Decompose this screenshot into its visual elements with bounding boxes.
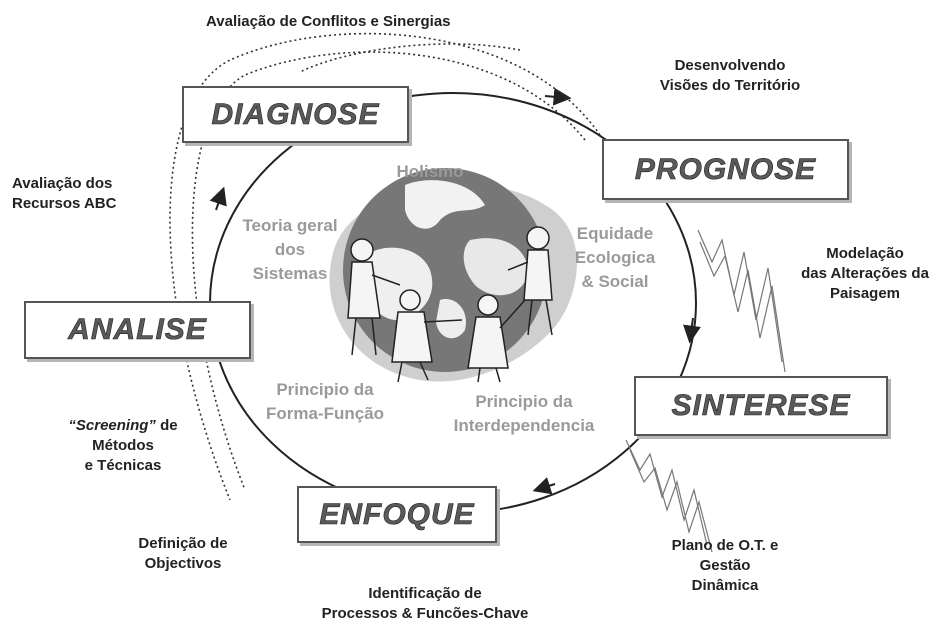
stage-sinterese: SINTERESE xyxy=(634,376,888,436)
feedback-loop-inner xyxy=(299,43,521,73)
stage-diagnose-label: DIAGNOSE xyxy=(211,97,380,131)
stage-analise: ANALISE xyxy=(24,301,251,359)
annotation-resources: Avaliação dos Recursos ABC xyxy=(12,175,117,212)
zigzag-lines-icon xyxy=(625,229,786,553)
stage-analise-label: ANALISE xyxy=(68,313,207,347)
cycle-arrow-diagnose-prognose xyxy=(544,87,572,106)
stage-enfoque-label: ENFOQUE xyxy=(319,497,475,531)
cycle-arrow-analise-diagnose xyxy=(209,186,227,211)
stage-prognose-label: PROGNOSE xyxy=(634,152,817,186)
screening-rest: de xyxy=(155,417,178,434)
principle-form-function: Principio da Forma-Função xyxy=(265,380,385,423)
stage-diagnose: DIAGNOSE xyxy=(182,86,409,143)
screening-emphasis: “Screening” xyxy=(68,417,156,434)
stage-prognose: PROGNOSE xyxy=(602,139,849,200)
annotation-screening: “Screening” de Métodos e Técnicas xyxy=(68,417,178,474)
principle-holism: Holismo xyxy=(396,162,464,181)
cycle-arrow-sinterese-enfoque xyxy=(532,477,556,495)
principle-interdependence: Principio da Interdependencia xyxy=(453,392,595,435)
annotation-visions: Desenvolvendo Visões do Território xyxy=(659,57,801,94)
cycle-arrow-prognose-sinterese xyxy=(683,317,701,344)
annotation-modelling: Modelação das Alterações da Paisagem xyxy=(801,245,929,302)
principle-equity: Equidade Ecologica & Social xyxy=(574,224,656,291)
globe-people-icon xyxy=(343,168,553,383)
annotation-conflicts: Avaliação de Conflitos e Sinergias xyxy=(206,13,451,30)
annotation-processes: Identificação de Processos & Funcões-Cha… xyxy=(321,585,529,622)
annotation-plan: Plano de O.T. e Gestão Dinâmica xyxy=(671,537,779,594)
stage-enfoque: ENFOQUE xyxy=(297,486,497,543)
annotation-objectives: Definição de Objectivos xyxy=(138,535,228,572)
stage-sinterese-label: SINTERESE xyxy=(671,389,851,423)
principle-systems: Teoria geral dos Sistemas xyxy=(242,216,338,283)
